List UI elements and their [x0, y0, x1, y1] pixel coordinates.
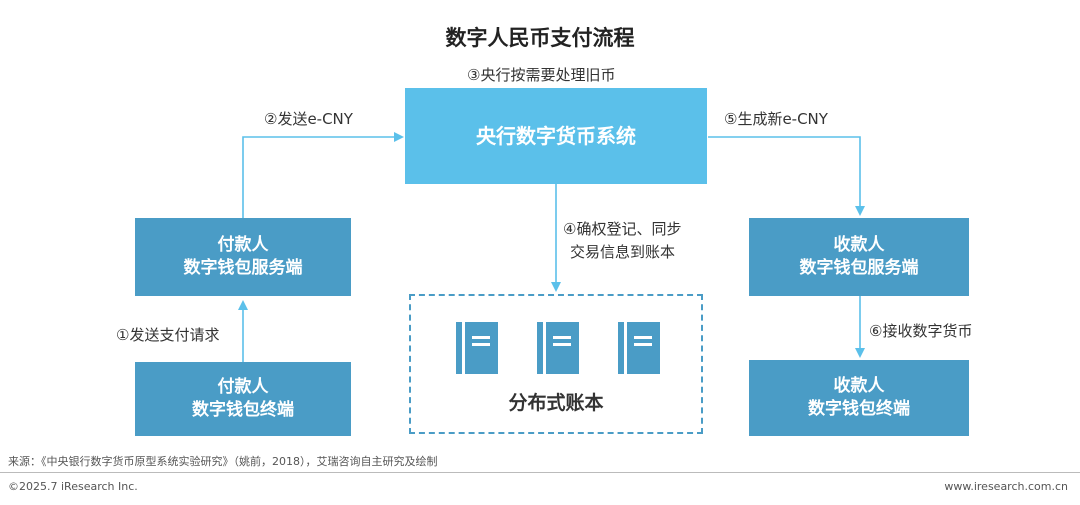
- website-link[interactable]: www.iresearch.com.cn: [944, 480, 1068, 493]
- copyright: ©2025.7 iResearch Inc.: [8, 480, 138, 493]
- step5-label: ⑤生成新e-CNY: [724, 110, 828, 128]
- step3-label: ③央行按需要处理旧币: [467, 66, 616, 84]
- step4-label: ④确权登记、同步 交易信息到账本: [563, 218, 681, 263]
- ledger-label: 分布式账本: [508, 392, 604, 414]
- step4-label-line2: 交易信息到账本: [570, 242, 676, 261]
- arrow-step2: [242, 132, 404, 218]
- payee-server-label: 数字钱包服务端: [799, 258, 919, 278]
- central-bank-system: 央行数字货币系统: [405, 88, 707, 184]
- book-icon: [618, 322, 660, 374]
- payer-server-role: 付款人: [217, 235, 269, 256]
- book-icon: [456, 322, 498, 374]
- payee-server-role: 收款人: [833, 235, 885, 256]
- step1-label: ①发送支付请求: [116, 326, 220, 344]
- source-note: 来源：《中央银行数字货币原型系统实验研究》（姚前，2018），艾瑞咨询自主研究及…: [8, 455, 438, 468]
- footer-divider: [0, 472, 1080, 473]
- step2-label: ②发送e-CNY: [264, 110, 353, 128]
- payer-wallet-terminal: 付款人 数字钱包终端: [135, 362, 351, 436]
- payee-terminal-label: 数字钱包终端: [808, 399, 910, 419]
- diagram-title: 数字人民币支付流程: [445, 26, 635, 50]
- payer-terminal-role: 付款人: [217, 377, 269, 398]
- step6-label: ⑥接收数字货币: [869, 322, 973, 340]
- arrow-step5: [708, 136, 865, 216]
- payee-wallet-server: 收款人 数字钱包服务端: [749, 218, 969, 296]
- payer-server-label: 数字钱包服务端: [183, 258, 303, 278]
- payee-wallet-terminal: 收款人 数字钱包终端: [749, 360, 969, 436]
- payee-terminal-role: 收款人: [833, 376, 885, 397]
- payer-terminal-label: 数字钱包终端: [192, 400, 294, 420]
- central-bank-label: 央行数字货币系统: [476, 123, 636, 148]
- step4-label-line1: ④确权登记、同步: [563, 220, 682, 238]
- distributed-ledger: 分布式账本: [409, 294, 703, 434]
- payer-wallet-server: 付款人 数字钱包服务端: [135, 218, 351, 296]
- book-icon: [537, 322, 579, 374]
